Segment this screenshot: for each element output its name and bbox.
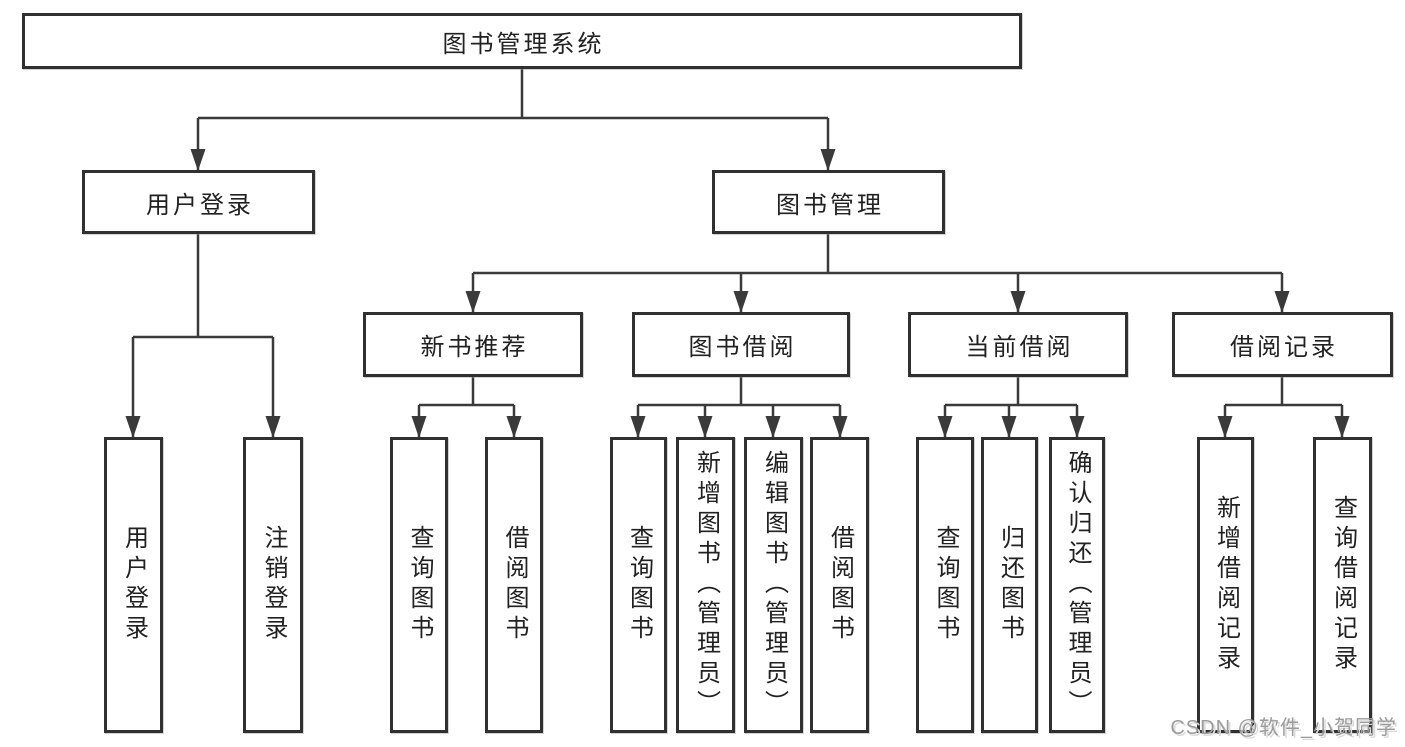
node-label: 图书借阅 (688, 334, 797, 361)
leaf-query-book-3: 查询图书 (916, 437, 974, 733)
leaf-query-book-2: 查询图书 (610, 437, 667, 733)
leaf-query-borrow-record: 查询借阅记录 (1313, 437, 1372, 733)
node-label: 查询图书 (406, 525, 433, 645)
leaf-add-book-admin: 新增图书（管理员） (676, 437, 735, 733)
leaf-confirm-return-admin: 确认归还（管理员） (1049, 437, 1105, 733)
node-current-borrow: 当前借阅 (908, 312, 1128, 377)
node-label: 借阅图书 (826, 525, 854, 645)
connector-current-to-leaves (945, 377, 1077, 407)
connector-newbook-to-leaves (419, 377, 514, 407)
node-label: 新书推荐 (420, 334, 529, 361)
node-label: 归还图书 (996, 525, 1024, 645)
node-label: 图书管理 (776, 191, 884, 219)
watermark: CSDN @软件_小贺同学 (1170, 717, 1397, 739)
node-label: 新增图书（管理员） (692, 450, 720, 720)
leaf-query-book-1: 查询图书 (390, 437, 448, 733)
node-label: 确认归还（管理员） (1064, 450, 1091, 720)
leaf-edit-book-admin: 编辑图书（管理员） (744, 437, 803, 733)
node-borrow-records: 借阅记录 (1172, 312, 1393, 377)
leaf-borrow-book-1: 借阅图书 (485, 437, 543, 733)
connector-borrow-to-leaves (638, 377, 840, 407)
connector-root-to-level2 (198, 69, 828, 120)
node-label: 编辑图书（管理员） (760, 450, 788, 720)
connector-bookmgmt-to-level3 (473, 234, 1282, 275)
leaf-borrow-book-2: 借阅图书 (810, 437, 869, 733)
node-label: 查询借阅记录 (1329, 495, 1357, 675)
leaf-return-book: 归还图书 (981, 437, 1038, 733)
node-book-borrow: 图书借阅 (632, 312, 850, 377)
node-label: 借阅记录 (1230, 334, 1338, 361)
connector-records-to-leaves (1225, 377, 1342, 407)
node-root-system: 图书管理系统 (22, 13, 1022, 69)
leaf-logout: 注销登录 (243, 437, 303, 733)
node-label: 用户登录 (120, 525, 148, 645)
node-new-book-recommend: 新书推荐 (363, 312, 583, 377)
node-user-login: 用户登录 (82, 170, 315, 234)
node-label: 查询图书 (625, 525, 653, 645)
leaf-add-borrow-record: 新增借阅记录 (1197, 437, 1254, 733)
leaf-user-login: 用户登录 (104, 437, 163, 733)
node-label: 图书管理系统 (442, 30, 605, 58)
node-label: 用户登录 (146, 191, 254, 219)
node-label: 当前借阅 (965, 334, 1074, 361)
node-label: 注销登录 (260, 525, 287, 645)
node-label: 借阅图书 (501, 525, 528, 645)
node-label: 新增借阅记录 (1212, 495, 1240, 675)
connector-userlogin-to-leaves (133, 234, 273, 339)
node-book-management: 图书管理 (712, 170, 945, 234)
node-label: 查询图书 (932, 525, 959, 645)
